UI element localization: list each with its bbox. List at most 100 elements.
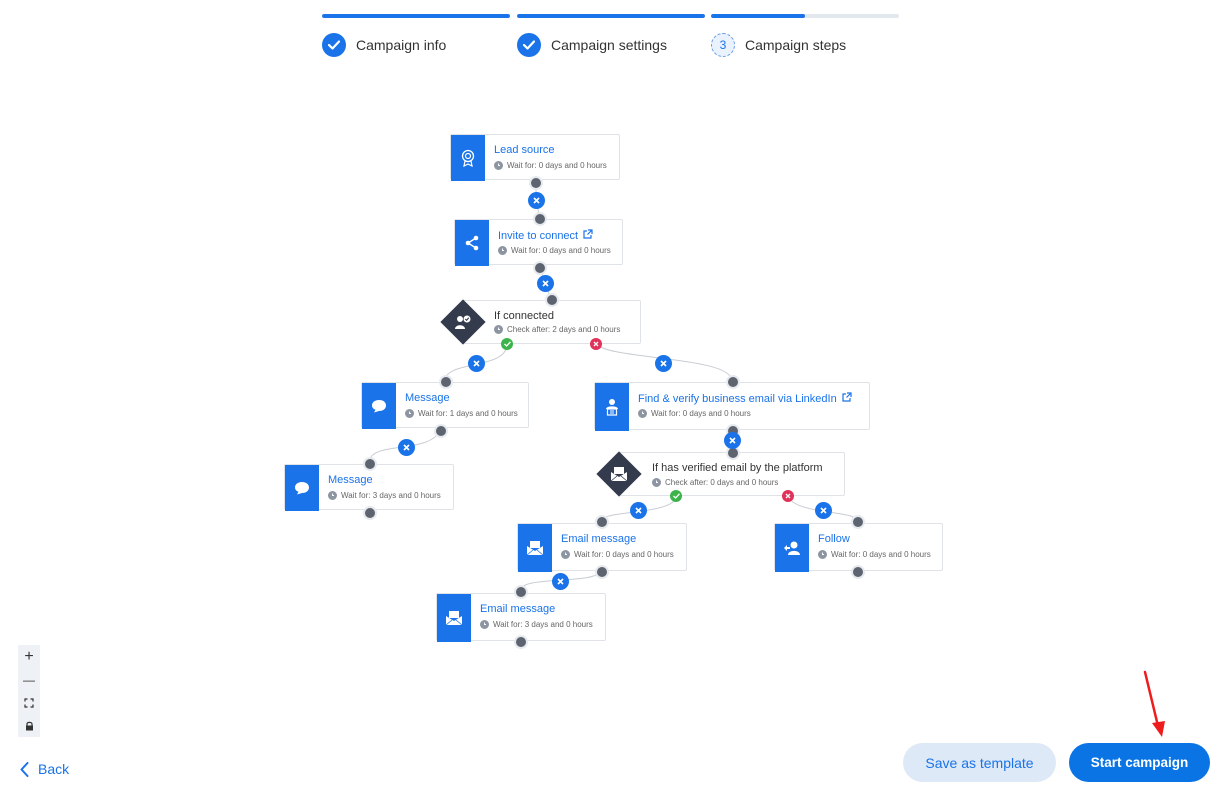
remove-connection-button[interactable]: [724, 432, 741, 449]
external-link-icon[interactable]: [583, 229, 593, 242]
clock-icon: [480, 620, 489, 629]
node-port[interactable]: [595, 515, 609, 529]
node-wait: Wait for: 3 days and 0 hours: [341, 491, 441, 500]
clock-icon: [498, 246, 507, 255]
clock-icon: [638, 409, 647, 418]
check-icon: [517, 33, 541, 57]
back-button[interactable]: Back: [20, 761, 69, 777]
connected-user-icon: [447, 306, 479, 338]
node-port[interactable]: [726, 375, 740, 389]
clock-icon: [328, 491, 337, 500]
node-wait: Wait for: 0 days and 0 hours: [574, 550, 674, 559]
remove-connection-button[interactable]: [815, 502, 832, 519]
canvas-controls: + —: [18, 645, 40, 737]
clock-icon: [494, 161, 503, 170]
node-follow[interactable]: Follow Wait for: 0 days and 0 hours: [774, 523, 943, 572]
plus-icon: +: [24, 647, 34, 665]
chevron-left-icon: [20, 761, 29, 777]
share-icon: [455, 220, 489, 266]
step-progress-bar: [322, 14, 510, 18]
remove-connection-button[interactable]: [552, 573, 569, 590]
step-campaign-steps[interactable]: 3 Campaign steps: [711, 14, 899, 57]
node-title: Email message: [561, 533, 637, 545]
clock-icon: [652, 478, 661, 487]
node-wait: Wait for: 0 days and 0 hours: [651, 409, 751, 418]
node-wait: Wait for: 3 days and 0 hours: [493, 620, 593, 629]
step-progress-bar: [711, 14, 899, 18]
fit-view-button[interactable]: [18, 691, 40, 714]
lock-canvas-button[interactable]: [18, 714, 40, 737]
clock-icon: [405, 409, 414, 418]
node-port[interactable]: [533, 261, 547, 275]
node-port[interactable]: [851, 565, 865, 579]
start-campaign-button[interactable]: Start campaign: [1069, 743, 1210, 782]
lock-icon: [25, 721, 33, 730]
node-email-message-2[interactable]: Email message Wait for: 3 days and 0 hou…: [436, 593, 606, 642]
node-port[interactable]: [363, 506, 377, 520]
node-email-message-1[interactable]: Email message Wait for: 0 days and 0 hou…: [517, 523, 687, 572]
node-title: Find & verify business email via LinkedI…: [638, 392, 837, 405]
step-label: Campaign info: [356, 37, 447, 53]
remove-connection-button[interactable]: [398, 439, 415, 456]
node-wait: Wait for: 0 days and 0 hours: [507, 161, 607, 170]
node-lead-source[interactable]: Lead source Wait for: 0 days and 0 hours: [450, 134, 620, 181]
node-if-connected[interactable]: If connected Check after: 2 days and 0 h…: [462, 300, 641, 344]
minus-icon: —: [23, 672, 35, 687]
remove-connection-button[interactable]: [468, 355, 485, 372]
step-campaign-info[interactable]: Campaign info: [322, 14, 510, 57]
remove-connection-button[interactable]: [537, 275, 554, 292]
clock-icon: [818, 550, 827, 559]
node-port[interactable]: [363, 457, 377, 471]
find-email-icon: [595, 383, 629, 431]
yes-branch-check-icon: [670, 490, 682, 502]
envelope-icon: [603, 458, 635, 490]
node-title: Follow: [818, 533, 850, 545]
node-port[interactable]: [434, 424, 448, 438]
step-campaign-settings[interactable]: Campaign settings: [517, 14, 705, 57]
node-title: If connected: [494, 310, 554, 322]
node-port[interactable]: [545, 293, 559, 307]
save-as-template-button[interactable]: Save as template: [903, 743, 1056, 782]
step-label: Campaign steps: [745, 37, 847, 53]
fit-view-icon: [24, 697, 34, 708]
step-number-badge: 3: [711, 33, 735, 57]
remove-connection-button[interactable]: [630, 502, 647, 519]
follow-icon: [775, 524, 809, 572]
clock-icon: [494, 325, 503, 334]
zoom-in-button[interactable]: +: [18, 645, 40, 668]
node-port[interactable]: [514, 635, 528, 649]
node-find-verify-email[interactable]: Find & verify business email via LinkedI…: [594, 382, 870, 431]
lead-source-icon: [451, 135, 485, 181]
condition-diamond: [440, 299, 486, 345]
clock-icon: [561, 550, 570, 559]
envelope-icon: [437, 594, 471, 642]
no-branch-x-icon: [782, 490, 794, 502]
remove-connection-button[interactable]: [655, 355, 672, 372]
node-message-1[interactable]: Message Wait for: 1 days and 0 hours: [361, 382, 529, 429]
node-title: Message: [405, 392, 450, 404]
node-port[interactable]: [533, 212, 547, 226]
node-port[interactable]: [595, 565, 609, 579]
node-port[interactable]: [439, 375, 453, 389]
node-title: Message: [328, 474, 373, 486]
node-port[interactable]: [529, 176, 543, 190]
chat-bubble-icon: [362, 383, 396, 429]
node-port[interactable]: [514, 585, 528, 599]
condition-diamond: [596, 451, 642, 497]
envelope-icon: [518, 524, 552, 572]
node-wait: Wait for: 1 days and 0 hours: [418, 409, 518, 418]
back-label: Back: [38, 761, 70, 777]
external-link-icon[interactable]: [842, 392, 852, 405]
node-title: If has verified email by the platform: [652, 462, 823, 474]
yes-branch-check-icon: [501, 338, 513, 350]
step-label: Campaign settings: [551, 37, 667, 53]
node-title: Lead source: [494, 144, 555, 156]
node-check: Check after: 0 days and 0 hours: [665, 478, 779, 487]
step-progress-bar: [517, 14, 705, 18]
node-port[interactable]: [851, 515, 865, 529]
check-icon: [322, 33, 346, 57]
node-wait: Wait for: 0 days and 0 hours: [511, 246, 611, 255]
zoom-out-button[interactable]: —: [18, 668, 40, 691]
remove-connection-button[interactable]: [528, 192, 545, 209]
